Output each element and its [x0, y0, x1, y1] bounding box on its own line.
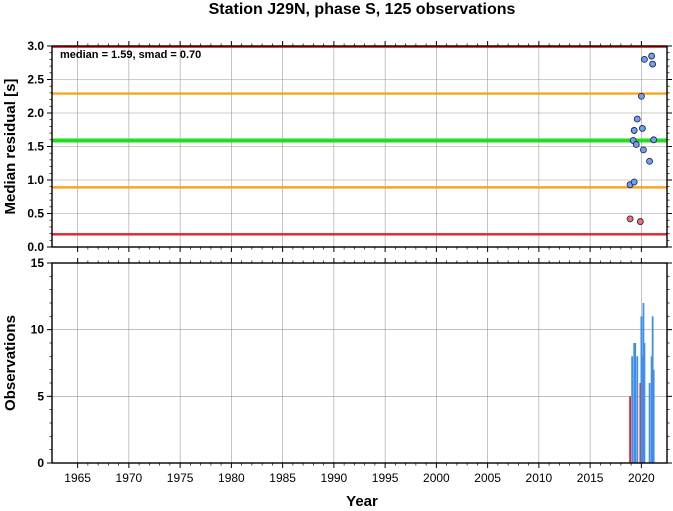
y-tick-label: 0.5 — [27, 207, 44, 221]
observation-bar — [643, 343, 646, 463]
residual-point — [637, 92, 645, 100]
x-tick-label: 1970 — [116, 471, 143, 485]
x-tick-label: 1985 — [269, 471, 296, 485]
x-tick-label: 2000 — [423, 471, 450, 485]
residual-points — [626, 52, 658, 225]
y-tick-label: 3.0 — [27, 39, 44, 53]
x-tick-label: 2010 — [526, 471, 553, 485]
y-tick-label: 1.5 — [27, 140, 44, 154]
residual-panel: 0.0 0.5 1.0 1.5 2.0 2.5 3.0 median = 1.59, sma… — [2, 39, 672, 254]
residual-point — [640, 146, 647, 154]
y-tick-label: 0.0 — [27, 240, 44, 254]
residual-point — [648, 52, 656, 60]
residual-point — [633, 115, 641, 123]
residual-point — [650, 136, 658, 144]
observation-bar — [639, 383, 642, 463]
stats-annotation: median = 1.59, smad = 0.70 — [60, 49, 201, 61]
x-tick-label: 1975 — [167, 471, 194, 485]
residual-point — [641, 56, 648, 63]
observations-grid — [52, 262, 667, 464]
residual-y-ticks: 0.0 0.5 1.0 1.5 2.0 2.5 3.0 — [27, 39, 672, 254]
chart-title: Station J29N, phase S, 125 observations — [209, 1, 516, 18]
residual-y-axis-label: Median residual [s] — [2, 79, 19, 215]
observations-y-axis-label: Observations — [2, 315, 19, 411]
x-tick-label: 1995 — [372, 471, 399, 485]
y-tick-label: 1.0 — [27, 173, 44, 187]
residual-point — [630, 178, 638, 186]
observation-bar — [648, 383, 651, 463]
x-axis-label: Year — [346, 493, 378, 510]
y-tick-label: 5 — [37, 389, 44, 403]
residual-point — [630, 127, 638, 134]
observation-bar — [650, 356, 653, 463]
residual-point — [649, 60, 657, 68]
residual-point — [639, 125, 646, 132]
residual-point — [646, 157, 653, 165]
observation-bar — [640, 316, 643, 463]
y-tick-label: 2.0 — [27, 106, 44, 120]
observation-bar — [633, 343, 636, 463]
residual-point — [632, 141, 640, 148]
observation-bar — [634, 343, 637, 463]
observation-bar — [636, 356, 639, 463]
y-tick-label: 10 — [31, 323, 45, 337]
observation-bar — [652, 369, 655, 463]
observations-x-ticks: 1965 1970 1975 1980 1985 1990 1995 2000 2005 2010… — [64, 258, 655, 485]
observation-bar — [629, 396, 631, 463]
observations-plot-frame — [51, 262, 668, 464]
observation-bar — [641, 356, 644, 463]
residual-point — [626, 215, 634, 223]
observation-bar — [642, 303, 645, 463]
observation-bar — [651, 316, 654, 463]
x-tick-label: 1965 — [64, 471, 91, 485]
x-tick-label: 2015 — [577, 471, 604, 485]
observations-panel: 0 5 10 15 1965 1970 1975 1980 1985 1990 1995 2000 2… — [2, 256, 672, 485]
y-tick-label: 15 — [31, 256, 45, 270]
observations-y-ticks: 0 5 10 15 — [31, 256, 672, 470]
y-tick-label: 2.5 — [27, 73, 44, 87]
x-tick-label: 1980 — [218, 471, 245, 485]
x-tick-label: 2005 — [474, 471, 501, 485]
reference-lines — [52, 45, 667, 236]
x-tick-label: 2020 — [628, 471, 655, 485]
x-tick-label: 1990 — [321, 471, 348, 485]
residual-x-ticks — [77, 41, 642, 252]
observation-bar — [631, 356, 634, 463]
residual-grid — [52, 45, 667, 248]
residual-point — [636, 218, 644, 225]
y-tick-label: 0 — [37, 456, 44, 470]
observations-bars — [629, 303, 655, 463]
